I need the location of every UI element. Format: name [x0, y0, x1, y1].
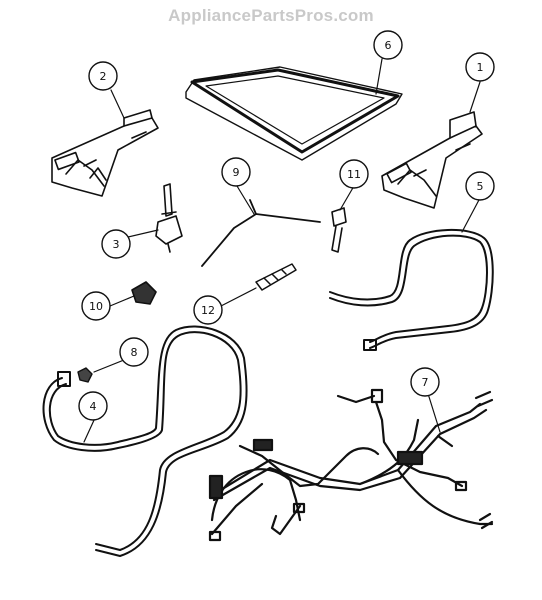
callout-11: 11: [347, 168, 361, 181]
part-4-hose: [42, 325, 248, 557]
part-1-right-bracket: [381, 111, 483, 209]
callout-9: 9: [233, 166, 240, 179]
part-11-terminal: [331, 207, 347, 253]
part-7-harness: [208, 388, 494, 542]
callout-12: 12: [201, 304, 215, 317]
part-12-connector: [255, 263, 297, 291]
callout-4: 4: [90, 400, 97, 413]
part-8-nut: [77, 367, 93, 383]
callout-numbers: 1 2 3 4 5 6 7 8 9 10 11 12: [89, 39, 484, 413]
part-2-left-bracket: [51, 109, 159, 197]
callout-circles: [78, 30, 495, 421]
callout-5: 5: [477, 180, 484, 193]
callout-7: 7: [422, 376, 429, 389]
part-6-top-frame: [185, 66, 403, 161]
callout-2: 2: [100, 70, 107, 83]
watermark: AppliancePartsPros.com: [168, 6, 374, 25]
part-10-clip: [131, 281, 157, 305]
callout-8: 8: [131, 346, 138, 359]
part-3-lid-switch: [155, 183, 183, 253]
part-5-hose: [329, 229, 494, 351]
callout-1: 1: [477, 61, 484, 74]
leader-lines: [83, 58, 481, 443]
callout-6: 6: [385, 39, 392, 52]
part-9-rod: [201, 199, 321, 267]
callout-10: 10: [89, 300, 103, 313]
callout-3: 3: [113, 238, 120, 251]
